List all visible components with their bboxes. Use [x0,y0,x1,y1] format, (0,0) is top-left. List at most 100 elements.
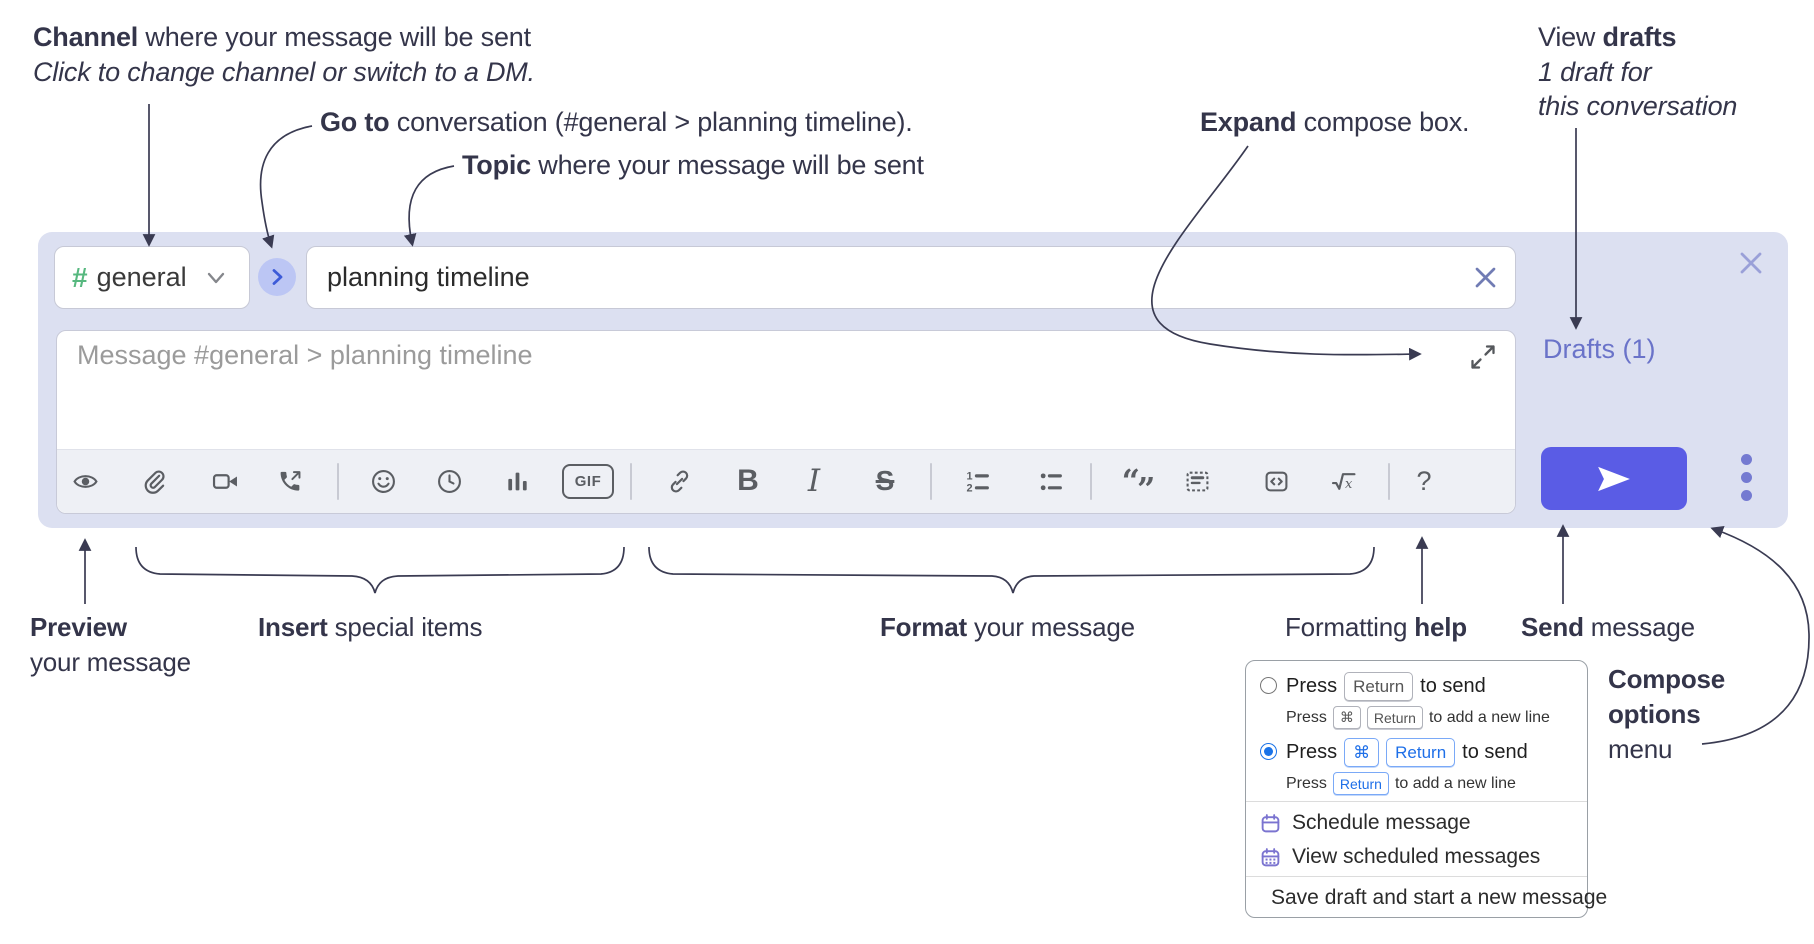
annotation-channel: Channel where your message will be sent [33,22,531,53]
drafts-link[interactable]: Drafts (1) [1543,334,1656,364]
topic-input[interactable]: planning timeline [306,246,1516,309]
close-compose-icon[interactable] [1736,248,1766,278]
send-button[interactable] [1541,447,1687,510]
annotation-format-bold: Format [880,612,967,642]
annotation-channel-rest: where your message will be sent [138,22,531,52]
annotation-view-drafts-sub2: this conversation [1538,91,1738,121]
return-key: Return [1332,772,1389,795]
cmd-key: ⌘ [1332,706,1361,729]
option-cmd-enter-sends-sub: Press Return to add a new line [1286,772,1516,795]
quote-icon[interactable]: “” [1121,462,1156,508]
annotation-view-drafts-sub1: 1 draft for [1538,57,1652,87]
annotation-topic-rest: where your message will be sent [531,150,924,180]
option-cmd-enter-sends[interactable]: Press ⌘ Return to send [1286,738,1528,767]
svg-text:x: x [1345,476,1353,491]
option2-sub-after: to add a new line [1394,774,1516,792]
channel-name: general [96,262,187,292]
menu-item-view-scheduled[interactable]: View scheduled messages [1260,840,1577,874]
goto-conversation-button[interactable] [258,258,296,296]
gif-icon[interactable]: GIF [562,459,614,503]
connector-compose-options [1701,526,1810,745]
annotation-compose-options-1: Compose [1608,664,1726,694]
compose-toolbar: GIF B I S 1 [57,449,1515,513]
menu-item-schedule-message[interactable]: Schedule message [1260,806,1577,840]
poll-icon[interactable] [495,459,539,503]
annotation-compose-options-3: menu [1608,734,1673,764]
toolbar-divider [930,463,932,500]
channel-hash-icon: # [72,261,88,293]
schedule-message-label: Schedule message [1292,811,1471,834]
annotation-expand: Expand compose box. [1200,107,1470,138]
gif-label: GIF [574,472,602,490]
toolbar-divider [1090,463,1092,500]
video-call-icon[interactable] [203,459,247,503]
compose-options-menu-icon[interactable] [1741,454,1752,501]
chevron-down-icon [207,272,224,283]
calendar-grid-icon [1261,847,1280,866]
bulleted-list-icon[interactable] [1029,459,1073,503]
annotation-channel-bold: Channel [33,22,139,52]
annotation-format-rest: your message [966,612,1135,642]
option2-after: to send [1462,741,1528,763]
topic-value: planning timeline [327,262,530,292]
annotation-expand-bold: Expand [1200,107,1297,137]
option1-sub-press: Press [1286,708,1327,726]
expand-compose-icon[interactable] [1469,343,1497,371]
annotation-insert-bold: Insert [258,612,328,642]
connector-goto [259,125,313,249]
annotation-send: Send message [1521,612,1695,643]
annotation-help: Formatting help [1285,612,1467,643]
message-input[interactable]: Message #general > planning timeline [56,330,1516,514]
radio-cmd-enter-sends[interactable] [1260,743,1277,760]
return-key: Return [1386,738,1456,767]
option-enter-sends[interactable]: Press Return to send [1286,672,1486,701]
menu-divider [1246,876,1587,877]
annotation-help-pre: Formatting [1285,612,1415,642]
bold-icon[interactable]: B [726,459,770,503]
compose-box: # general planning timeline Message #gen… [38,232,1788,528]
code-icon[interactable] [1254,459,1298,503]
save-draft-label: Save draft and start a new message [1271,886,1608,909]
annotation-format: Format your message [880,612,1135,643]
svg-text:2: 2 [966,482,972,494]
annotation-send-bold: Send [1521,612,1584,642]
cmd-key: ⌘ [1344,738,1380,767]
message-formatting-help-icon[interactable]: ? [1402,459,1446,503]
brace-insert [135,546,625,594]
annotation-goto-bold: Go to [320,107,390,137]
spoiler-icon[interactable] [1175,459,1219,503]
bold-label: B [737,464,759,497]
math-icon[interactable]: x [1322,459,1366,503]
annotation-help-bold: help [1414,612,1467,642]
option2-sub-press: Press [1286,774,1327,792]
view-scheduled-label: View scheduled messages [1292,845,1541,868]
channel-selector[interactable]: # general [54,246,250,309]
annotation-insert-rest: special items [327,612,483,642]
compose-options-menu: Press Return to send Press ⌘ Return to a… [1245,660,1607,918]
annotation-goto: Go to conversation (#general > planning … [320,107,913,138]
option2-press: Press [1286,741,1338,763]
numbered-list-icon[interactable]: 1 2 [956,459,1000,503]
option1-press: Press [1286,675,1338,697]
attach-file-icon[interactable] [132,459,176,503]
link-icon[interactable] [657,459,701,503]
clear-topic-icon[interactable] [1472,264,1499,291]
strike-label: S [875,465,895,496]
annotation-insert: Insert special items [258,612,483,643]
italic-label: I [807,463,821,499]
audio-call-icon[interactable] [268,459,312,503]
radio-enter-sends[interactable] [1260,677,1277,694]
toolbar-divider [630,463,632,500]
brace-format [648,546,1375,594]
menu-item-save-draft[interactable]: Save draft and start a new message [1260,881,1607,915]
preview-icon[interactable] [63,459,107,503]
annotation-topic-bold: Topic [462,150,531,180]
time-icon[interactable] [427,459,471,503]
annotation-view-drafts-bold: drafts [1602,22,1677,52]
emoji-icon[interactable] [361,459,405,503]
annotation-channel-sub: Click to change channel or switch to a D… [33,57,535,87]
italic-icon[interactable]: I [792,459,836,503]
chevron-right-icon [272,269,282,285]
strikethrough-icon[interactable]: S [863,459,907,503]
